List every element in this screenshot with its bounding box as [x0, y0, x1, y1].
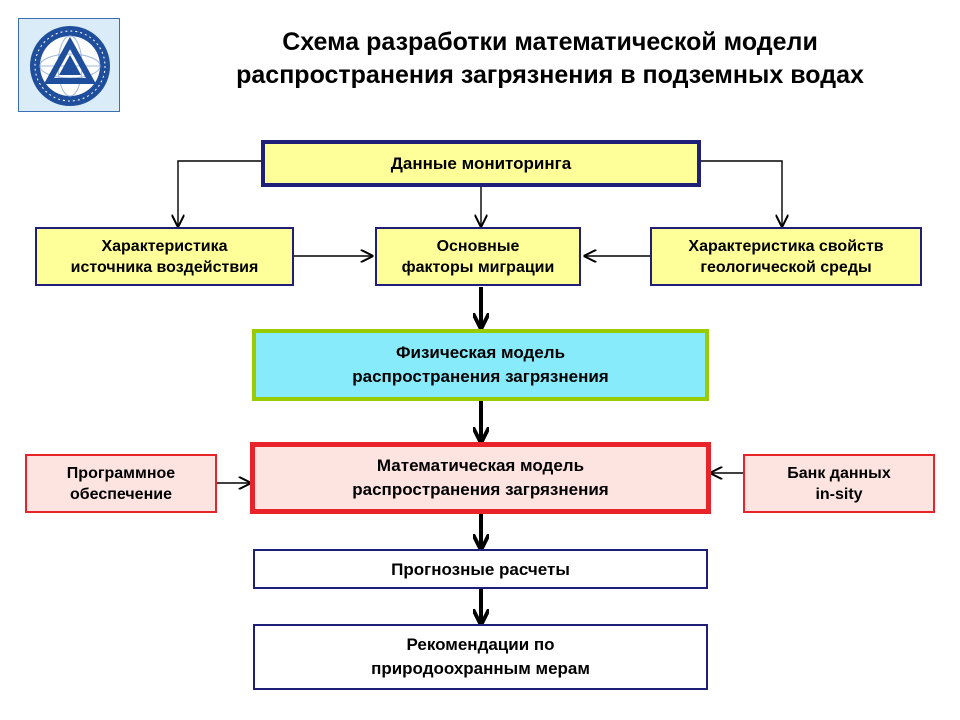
node-forecast: Прогнозные расчеты [253, 549, 708, 589]
node-monitoring: Данные мониторинга [261, 140, 701, 187]
logo [18, 18, 120, 112]
node-databank: Банк данных in-sity [743, 454, 935, 513]
node-math-model: Математическая модель распространения за… [250, 442, 711, 514]
node-geology-characteristics: Характеристика свойств геологической сре… [650, 227, 922, 286]
node-software: Программное обеспечение [25, 454, 217, 513]
node-migration-factors: Основные факторы миграции [375, 227, 581, 286]
arrow-monitoring-to-source [178, 160, 262, 226]
page-title: Схема разработки математической модели р… [150, 26, 950, 92]
node-recommendations: Рекомендации по природоохранным мерам [253, 624, 708, 690]
title-line-2: распространения загрязнения в подземных … [236, 61, 864, 89]
node-source-characteristics: Характеристика источника воздействия [35, 227, 294, 286]
institute-globe-logo-icon [30, 26, 110, 106]
node-physical-model: Физическая модель распространения загряз… [252, 329, 709, 401]
arrow-monitoring-to-geology [700, 160, 782, 226]
title-line-1: Схема разработки математической модели [282, 28, 818, 56]
